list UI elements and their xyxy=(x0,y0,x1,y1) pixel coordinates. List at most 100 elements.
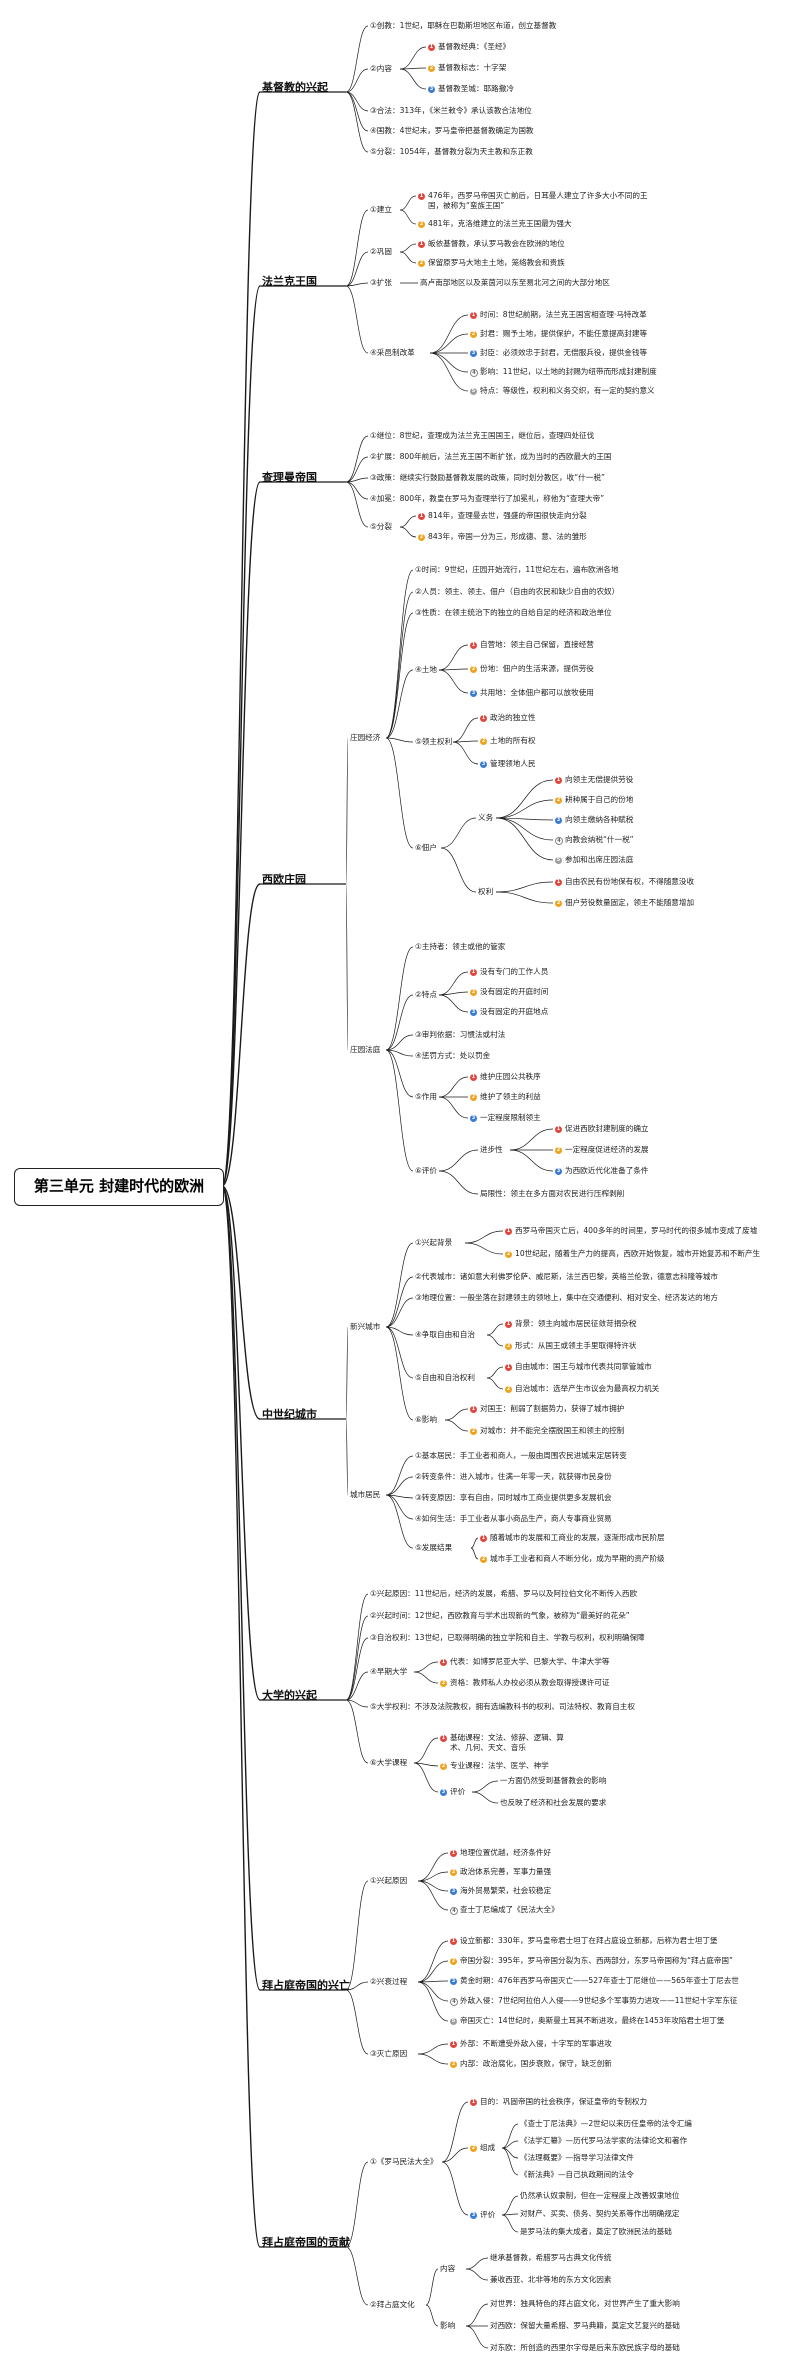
node-a: ①兴起原因 xyxy=(370,1876,408,1885)
connector xyxy=(399,243,417,253)
node-b2: 帝国分裂：395年，罗马帝国分裂为东、西两部分，东罗马帝国称为“拜占庭帝国” xyxy=(460,1956,733,1965)
connector xyxy=(385,569,414,739)
bullet-icon: 3 xyxy=(555,1167,562,1175)
connector xyxy=(438,1076,469,1098)
node-f2: 权利 xyxy=(478,887,494,896)
connector xyxy=(509,1128,554,1151)
bullet-icon: 1 xyxy=(418,512,425,520)
node-b5: 帝国灭亡：14世纪时，奥斯曼土耳其不断进攻，最终在1453年攻陷君士坦丁堡 xyxy=(460,2016,725,2025)
bullet-icon: 2 xyxy=(555,796,562,804)
node-b: ②扩展：800年前后，法兰克王国不断扩张，成为当时的西欧最大的王国 xyxy=(370,452,612,461)
connector xyxy=(495,817,554,821)
node-b2: 影响 xyxy=(440,2321,456,2330)
node-a1: 地理位置优越，经济条件好 xyxy=(460,1848,552,1857)
node-a: ①《罗马民法大全》 xyxy=(370,2157,438,2166)
bullet-icon: 1 xyxy=(470,2098,477,2106)
node-l1: 随着城市的发展和工商业的发展，逐渐形成市民阶层 xyxy=(490,1533,665,1542)
node-b: ②拜占庭文化 xyxy=(370,2300,415,2309)
connector xyxy=(495,799,554,819)
node-d1: 自营地：领主自己保留，直接经营 xyxy=(480,640,594,649)
connector xyxy=(465,2303,489,2327)
connector xyxy=(417,1940,449,1983)
node-d3: 封臣：必须效忠于封君，无偿服兵役，提供金钱等 xyxy=(480,348,648,357)
node-d2: 资格：教师私人办校必须从教会取得授课许可证 xyxy=(450,1678,610,1687)
node-l2: 维护了领主的利益 xyxy=(480,1092,541,1101)
bullet-icon: 2 xyxy=(470,988,477,996)
node-h: ①主持者：领主或他的管家 xyxy=(415,942,506,951)
node-d2: 份地：佃户的生活来源，提供劳役 xyxy=(480,664,594,673)
node-f22: 佃户劳役数量固定，领主不能随意增加 xyxy=(565,898,695,907)
node-f1: 义务 xyxy=(478,813,494,822)
node-d: ④国教：4世纪末，罗马皇帝把基督教确定为国教 xyxy=(370,126,534,135)
connector xyxy=(501,2123,519,2149)
node-m2: 局限性：领主在多方面对农民进行压榨剥削 xyxy=(480,1189,625,1198)
bullet-icon: 1 xyxy=(428,43,435,51)
node-b12: 兼收西亚、北非等地的东方文化因素 xyxy=(490,2275,612,2284)
connector xyxy=(413,1737,439,1764)
connector xyxy=(417,1960,449,1983)
bullet-icon: 1 xyxy=(505,1227,512,1235)
node-b4: 外敌入侵：7世纪阿拉伯人入侵——9世纪多个军事势力进攻——11世纪十字军东征 xyxy=(460,1996,738,2005)
bullet-icon: 1 xyxy=(450,1849,457,1857)
node-b2: 基督教标志：十字架 xyxy=(438,63,507,72)
bullet-icon: 1 xyxy=(450,2040,457,2048)
node-j: ③转变原因：享有自由，同时城市工商业提供更多发展机会 xyxy=(415,1493,612,1502)
node-d1: 时间：8世纪前期，法兰克王国宫相查理·马特改革 xyxy=(480,310,647,319)
connector xyxy=(413,1762,439,1767)
connector xyxy=(345,209,369,287)
node-c: ③性质：在领主统治下的独立的自给自足的经济和政治单位 xyxy=(415,608,612,617)
node-f15: 参加和出席庄园法庭 xyxy=(565,855,634,864)
connector xyxy=(438,971,469,996)
node-e: ⑤大学权利：不涉及法院教权，拥有选编教科书的权利、司法特权、教育自主权 xyxy=(370,1702,635,1711)
bullet-icon: 2 xyxy=(470,2144,477,2152)
connector xyxy=(345,1671,369,1701)
bullet-icon: 1 xyxy=(440,1734,447,1742)
connector xyxy=(438,668,469,671)
node-m1: 进步性 xyxy=(480,1145,503,1154)
connector xyxy=(495,817,554,861)
bullet-icon: 2 xyxy=(555,899,562,907)
bullet-icon: 2 xyxy=(418,533,425,541)
connector xyxy=(486,1366,504,1379)
connector xyxy=(345,1699,369,1708)
bullet-icon: 1 xyxy=(470,641,477,649)
node-a32: 对财产、买卖、债务、契约关系等作出明确规定 xyxy=(520,2209,680,2218)
connector xyxy=(509,1149,554,1172)
bullet-icon: 3 xyxy=(440,1788,447,1796)
connector xyxy=(345,1637,369,1701)
connector xyxy=(441,2161,469,2216)
connector xyxy=(452,717,479,743)
connector xyxy=(345,1326,349,1420)
node-d: ④采邑制改革 xyxy=(370,348,415,357)
connector xyxy=(438,669,469,694)
connector xyxy=(399,46,427,70)
node-e1: 自由城市：国王与城市代表共同掌管城市 xyxy=(515,1362,652,1371)
connector xyxy=(417,1880,449,1911)
connector xyxy=(385,946,414,1051)
node-c: ③合法：313年，《米兰敕令》承认该教合法地位 xyxy=(370,106,532,115)
node-l2: 城市手工业者和商人不断分化，成为早期的资产阶级 xyxy=(490,1554,665,1563)
node-h: ①基本居民：手工业者和商人，一般由周围农民进城来定居转变 xyxy=(415,1451,627,1460)
connector xyxy=(221,91,261,1187)
connector xyxy=(385,1494,414,1520)
bullet-icon: 1 xyxy=(480,1534,487,1542)
node-a: ①兴起原因：11世纪后，经济的发展，希腊、罗马以及阿拉伯文化不断传入西欧 xyxy=(370,1589,638,1598)
bullet-icon: 5 xyxy=(470,387,477,395)
node-a1: 目的：巩固帝国的社会秩序，保证皇帝的专制权力 xyxy=(480,2097,648,2106)
node-g2: 城市居民 xyxy=(350,1490,381,1499)
bullet-icon: 1 xyxy=(470,1405,477,1413)
bullet-icon: 2 xyxy=(480,1555,487,1563)
node-a: ①继位：8世纪，查理成为法兰克王国国王，继位后，查理四处征伐 xyxy=(370,431,595,440)
node-d4: 影响：11世纪，以土地的封赐为纽带而形成封建制度 xyxy=(480,367,657,376)
bullet-icon: 4 xyxy=(470,368,478,377)
connector xyxy=(345,1418,349,1496)
node-b2: 保留原罗马大地主土地，笼络教会和贵族 xyxy=(428,258,565,267)
node-b: ②内容 xyxy=(370,64,392,73)
connector xyxy=(345,456,369,483)
bullet-icon: 3 xyxy=(470,349,477,357)
bullet-icon: 3 xyxy=(450,1887,457,1895)
bullet-icon: 1 xyxy=(418,192,425,200)
node-f31: 一方面仍然受到基督教会的影响 xyxy=(500,1776,607,1785)
bullet-icon: 2 xyxy=(450,1868,457,1876)
